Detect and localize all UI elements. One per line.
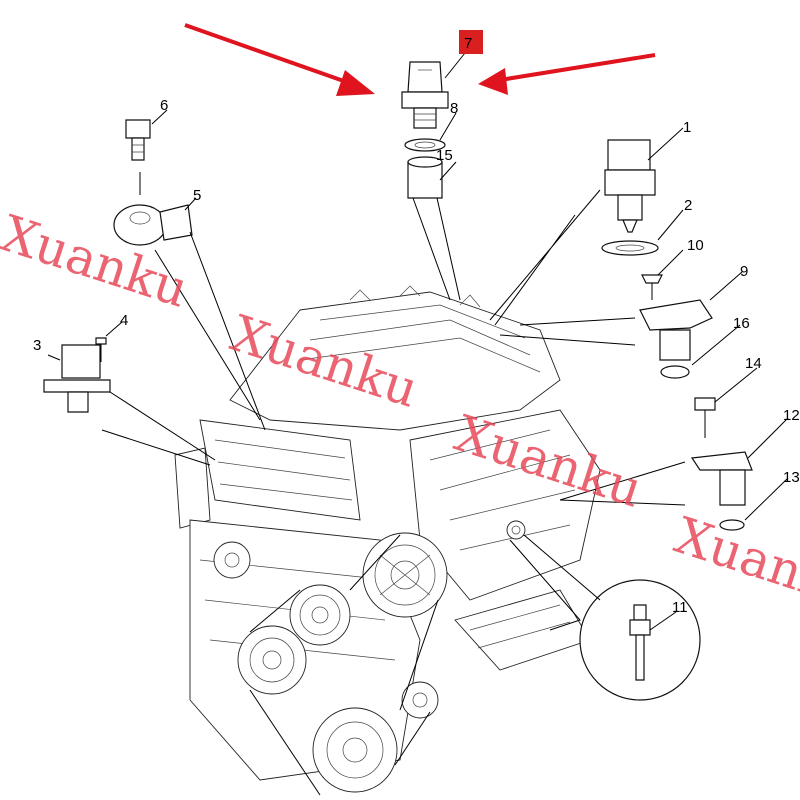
part-13-o-ring bbox=[719, 519, 745, 531]
callout-14: 14 bbox=[745, 355, 762, 372]
part-16-o-ring bbox=[660, 365, 690, 379]
engine-illustration bbox=[174, 285, 601, 796]
part-8-washer bbox=[404, 138, 446, 152]
part-11-oxygen-sensor-detail bbox=[579, 579, 701, 701]
callout-16: 16 bbox=[733, 315, 750, 332]
callout-6: 6 bbox=[160, 97, 168, 114]
callout-4: 4 bbox=[120, 312, 128, 329]
callout-3: 3 bbox=[33, 337, 41, 354]
part-2-gasket bbox=[601, 240, 659, 256]
part-5-knock-sensor bbox=[113, 204, 193, 246]
callout-7: 7 bbox=[464, 35, 472, 52]
callout-12: 12 bbox=[783, 407, 800, 424]
part-7-oil-pressure-switch bbox=[401, 61, 449, 129]
callout-10: 10 bbox=[687, 237, 704, 254]
arrow-left-head bbox=[336, 70, 375, 96]
part-14-bolt bbox=[694, 397, 716, 438]
part-10-screw bbox=[641, 274, 663, 300]
callout-15: 15 bbox=[436, 147, 453, 164]
part-9-cam-sensor bbox=[639, 299, 713, 361]
callout-9: 9 bbox=[740, 263, 748, 280]
arrow-right-head bbox=[478, 68, 508, 95]
arrow-right bbox=[499, 53, 656, 82]
part-15-sleeve bbox=[407, 156, 443, 199]
highlight-arrows bbox=[184, 23, 656, 96]
callout-1: 1 bbox=[683, 119, 691, 136]
leader-lines bbox=[47, 52, 789, 631]
arrow-left bbox=[184, 23, 356, 87]
part-1-coolant-temp-sensor bbox=[604, 139, 656, 233]
part-6-bolt bbox=[125, 119, 151, 161]
callout-11: 11 bbox=[672, 599, 688, 616]
callout-2: 2 bbox=[684, 197, 692, 214]
part-4-bolt bbox=[95, 337, 107, 362]
callout-labels: 7 8 15 6 5 4 3 1 2 10 9 16 14 12 13 11 bbox=[33, 30, 800, 616]
part-12-crank-sensor bbox=[690, 451, 753, 506]
callout-13: 13 bbox=[783, 469, 800, 486]
part-3-map-sensor bbox=[43, 344, 111, 413]
callout-8: 8 bbox=[450, 100, 458, 117]
callout-7-highlight-box bbox=[459, 30, 483, 54]
callout-5: 5 bbox=[193, 187, 201, 204]
